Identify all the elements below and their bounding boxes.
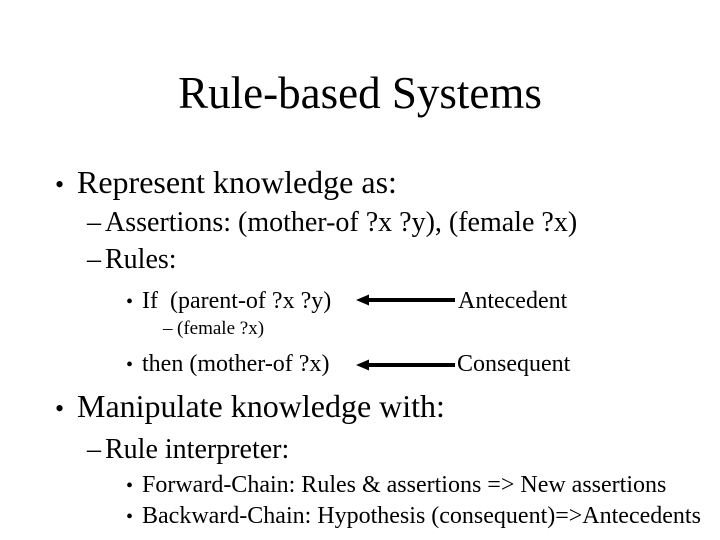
dash-icon: – (87, 434, 101, 465)
rules-text: Rules: (105, 244, 177, 275)
manipulate-heading-line: • Manipulate knowledge with: (55, 388, 445, 427)
bullet-dot-icon: • (55, 394, 65, 423)
dash-icon: – (87, 244, 101, 275)
then-text: then (mother-of ?x) (142, 351, 330, 377)
if-text: If (parent-of ?x ?y) (142, 288, 332, 314)
represent-heading-line: • Represent knowledge as: (55, 164, 397, 203)
bullet-dot-icon: • (126, 291, 134, 313)
consequent-arrow-icon (356, 359, 455, 371)
bullet-dot-icon: • (55, 170, 65, 199)
slide-title: Rule-based Systems (178, 68, 542, 118)
dash-icon: – (87, 207, 101, 238)
dash-icon: – (163, 318, 173, 339)
backward-chain-line: • Backward-Chain: Hypothesis (consequent… (126, 503, 701, 531)
then-line: • then (mother-of ?x) (126, 351, 329, 379)
rules-line: – Rules: (87, 244, 177, 276)
rule-interpreter-text: Rule interpreter: (105, 434, 290, 465)
bullet-dot-icon: • (126, 354, 134, 376)
bullet-dot-icon: • (126, 475, 134, 497)
forward-chain-text: Forward-Chain: Rules & assertions => New… (142, 472, 667, 498)
forward-chain-line: • Forward-Chain: Rules & assertions => N… (126, 472, 666, 500)
represent-heading: Represent knowledge as: (77, 164, 397, 200)
rule-interpreter-line: – Rule interpreter: (87, 434, 289, 466)
assertions-text: Assertions: (mother-of ?x ?y), (female ?… (105, 207, 578, 238)
condition-text: (female ?x) (177, 318, 265, 339)
manipulate-heading: Manipulate knowledge with: (77, 388, 445, 424)
antecedent-arrow-icon (356, 294, 455, 306)
assertions-line: – Assertions: (mother-of ?x ?y), (female… (87, 207, 577, 239)
condition-line: – (female ?x) (163, 318, 264, 339)
if-line: • If (parent-of ?x ?y) (126, 288, 331, 316)
antecedent-label: Antecedent (458, 288, 568, 314)
bullet-dot-icon: • (126, 506, 134, 528)
backward-chain-text: Backward-Chain: Hypothesis (consequent)=… (142, 503, 701, 529)
consequent-label: Consequent (457, 351, 571, 377)
